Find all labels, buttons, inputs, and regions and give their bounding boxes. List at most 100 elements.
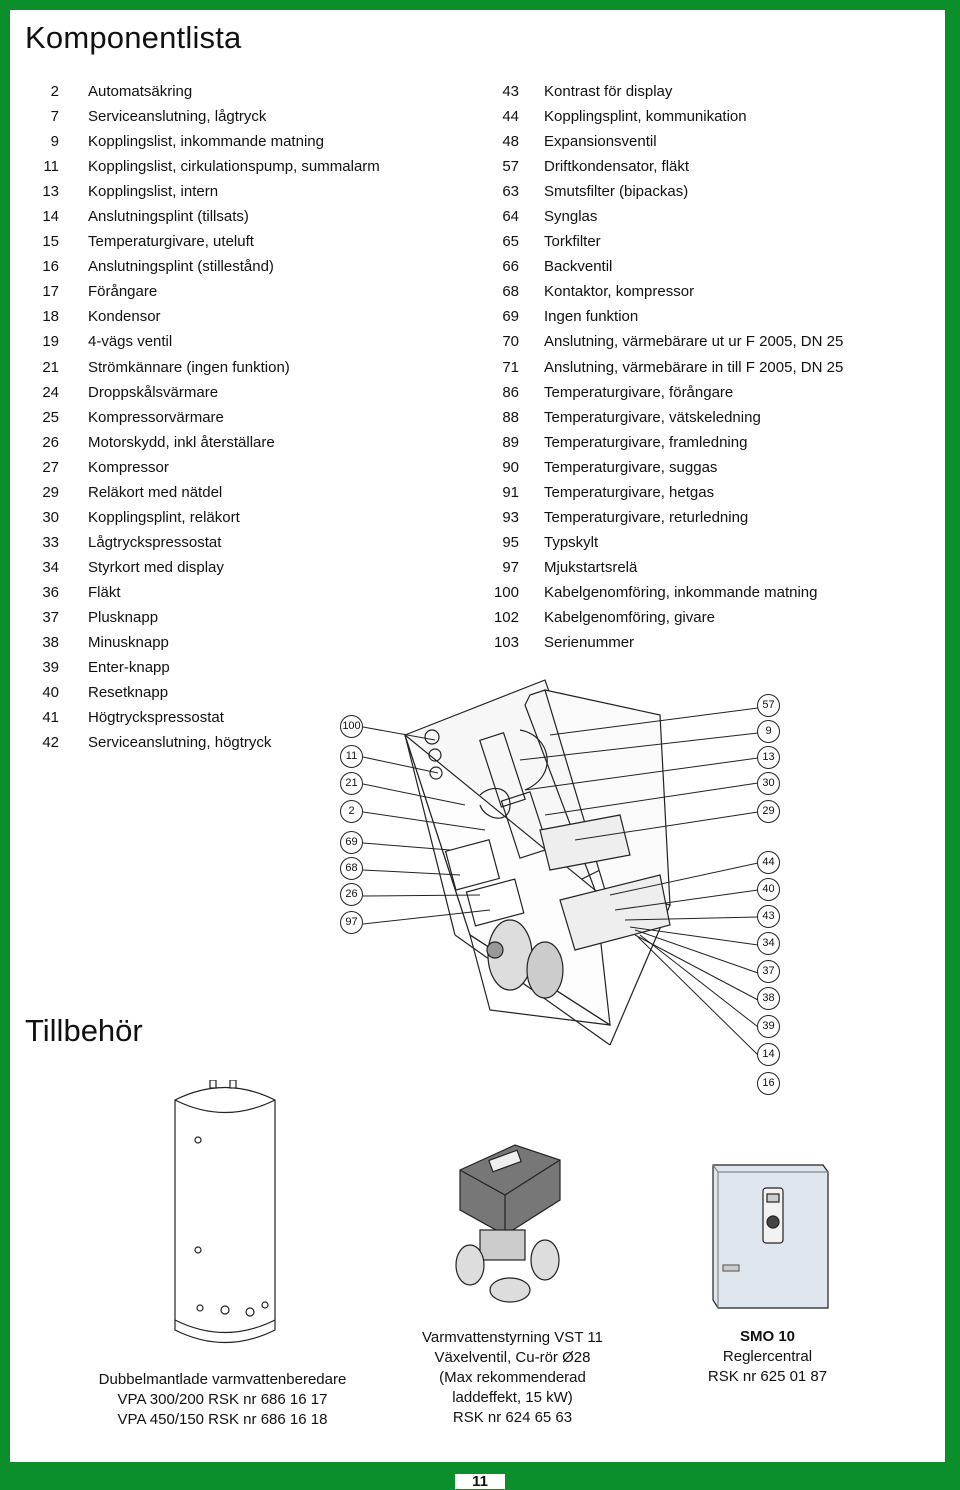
water-heater-image: [174, 1080, 276, 1343]
callout-label: 37: [757, 960, 780, 983]
component-number: 41: [42, 709, 59, 727]
callout-label: 57: [757, 694, 780, 717]
component-number: 36: [42, 583, 59, 601]
component-number: 27: [42, 458, 59, 476]
component-name: Mjukstartsrelä: [544, 558, 638, 576]
component-name: Temperaturgivare, returledning: [544, 508, 749, 526]
component-name: Temperaturgivare, suggas: [544, 458, 718, 476]
component-name: Lågtryckspressostat: [88, 533, 222, 551]
component-number: 63: [502, 183, 519, 201]
component-number: 91: [502, 483, 519, 501]
tank-caption-line: Dubbelmantlade varmvattenberedare: [98, 1371, 347, 1388]
smo-caption-title: SMO 10: [739, 1328, 796, 1345]
component-name: Kopplingslist, inkommande matning: [88, 133, 324, 151]
component-name: Backventil: [544, 258, 613, 276]
component-name: Smutsfilter (bipackas): [544, 183, 689, 201]
component-name: Högtryckspressostat: [88, 709, 224, 727]
valve-caption-line: (Max rekommenderad: [439, 1369, 586, 1386]
valve-caption-line: Växelventil, Cu-rör Ø28: [434, 1349, 591, 1366]
component-item: 91 Temperaturgivare, hetgas: [470, 480, 843, 505]
callout-label: 21: [340, 772, 363, 795]
component-item: 36 Fläkt: [15, 580, 380, 605]
callout-label: 30: [757, 772, 780, 795]
component-name: Minusknapp: [88, 634, 169, 652]
smo-caption-line: Reglercentral: [722, 1348, 813, 1365]
component-name: Expansionsventil: [544, 133, 657, 151]
component-name: Temperaturgivare, vätskeledning: [544, 408, 761, 426]
component-name: Temperaturgivare, framledning: [544, 433, 748, 451]
callout-label: 44: [757, 851, 780, 874]
component-name: 4-vägs ventil: [88, 333, 173, 351]
tank-caption-line: VPA 300/200 RSK nr 686 16 17: [117, 1391, 328, 1408]
component-name: Torkfilter: [544, 233, 601, 251]
component-number: 48: [502, 133, 519, 151]
component-name: Fläkt: [88, 583, 121, 601]
callout-label: 97: [340, 911, 363, 934]
smo-caption: SMO 10 Reglercentral RSK nr 625 01 87: [690, 1327, 845, 1387]
component-number: 68: [502, 283, 519, 301]
component-number: 21: [42, 358, 59, 376]
component-number: 88: [502, 408, 519, 426]
component-name: Automatsäkring: [88, 83, 193, 101]
component-number: 18: [42, 308, 59, 326]
component-name: Kopplingsplint, kommunikation: [544, 108, 747, 126]
callout-label: 68: [340, 857, 363, 880]
component-number: 37: [42, 609, 59, 626]
component-item: 103 Serienummer: [470, 630, 843, 655]
component-number: 26: [42, 433, 59, 451]
callout-label: 100: [340, 715, 363, 738]
component-name: Serienummer: [544, 634, 635, 652]
component-list-left: 2 Automatsäkring 7 Serviceanslutning, lågtr…: [15, 79, 380, 755]
component-item: 88 Temperaturgivare, vätskeledning: [470, 405, 843, 430]
component-name: Kontrast för display: [544, 83, 673, 101]
valve-caption: Varmvattenstyrning VST 11 Växelventil, C…: [405, 1328, 620, 1428]
component-name: Serviceanslutning, lågtryck: [88, 108, 267, 126]
component-number: 17: [42, 283, 59, 301]
component-name: Kabelgenomföring, givare: [544, 609, 715, 626]
component-number: 7: [50, 108, 59, 126]
smo-10-image: [712, 1164, 829, 1309]
component-name: Kopplingslist, intern: [88, 183, 219, 201]
component-name: Synglas: [544, 208, 598, 226]
component-number: 103: [493, 634, 519, 652]
component-number: 24: [42, 383, 59, 401]
callout-label: 11: [340, 745, 363, 768]
component-name: Typskylt: [544, 533, 599, 551]
tank-caption: Dubbelmantlade varmvattenberedare VPA 30…: [80, 1370, 365, 1430]
valve-caption-line: RSK nr 624 65 63: [452, 1409, 573, 1426]
component-item: 7 Serviceanslutning, lågtryck: [15, 104, 380, 129]
callout-label: 14: [757, 1043, 780, 1066]
component-number: 9: [50, 133, 59, 151]
component-item: 63 Smutsfilter (bipackas): [470, 179, 843, 204]
component-name: Temperaturgivare, hetgas: [544, 483, 715, 501]
callout-label: 34: [757, 932, 780, 955]
valve-caption-line: laddeffekt, 15 kW): [452, 1389, 573, 1406]
callout-label: 26: [340, 883, 363, 906]
callout-label: 16: [757, 1072, 780, 1095]
component-number: 2: [50, 83, 59, 101]
component-number: 29: [42, 483, 59, 501]
